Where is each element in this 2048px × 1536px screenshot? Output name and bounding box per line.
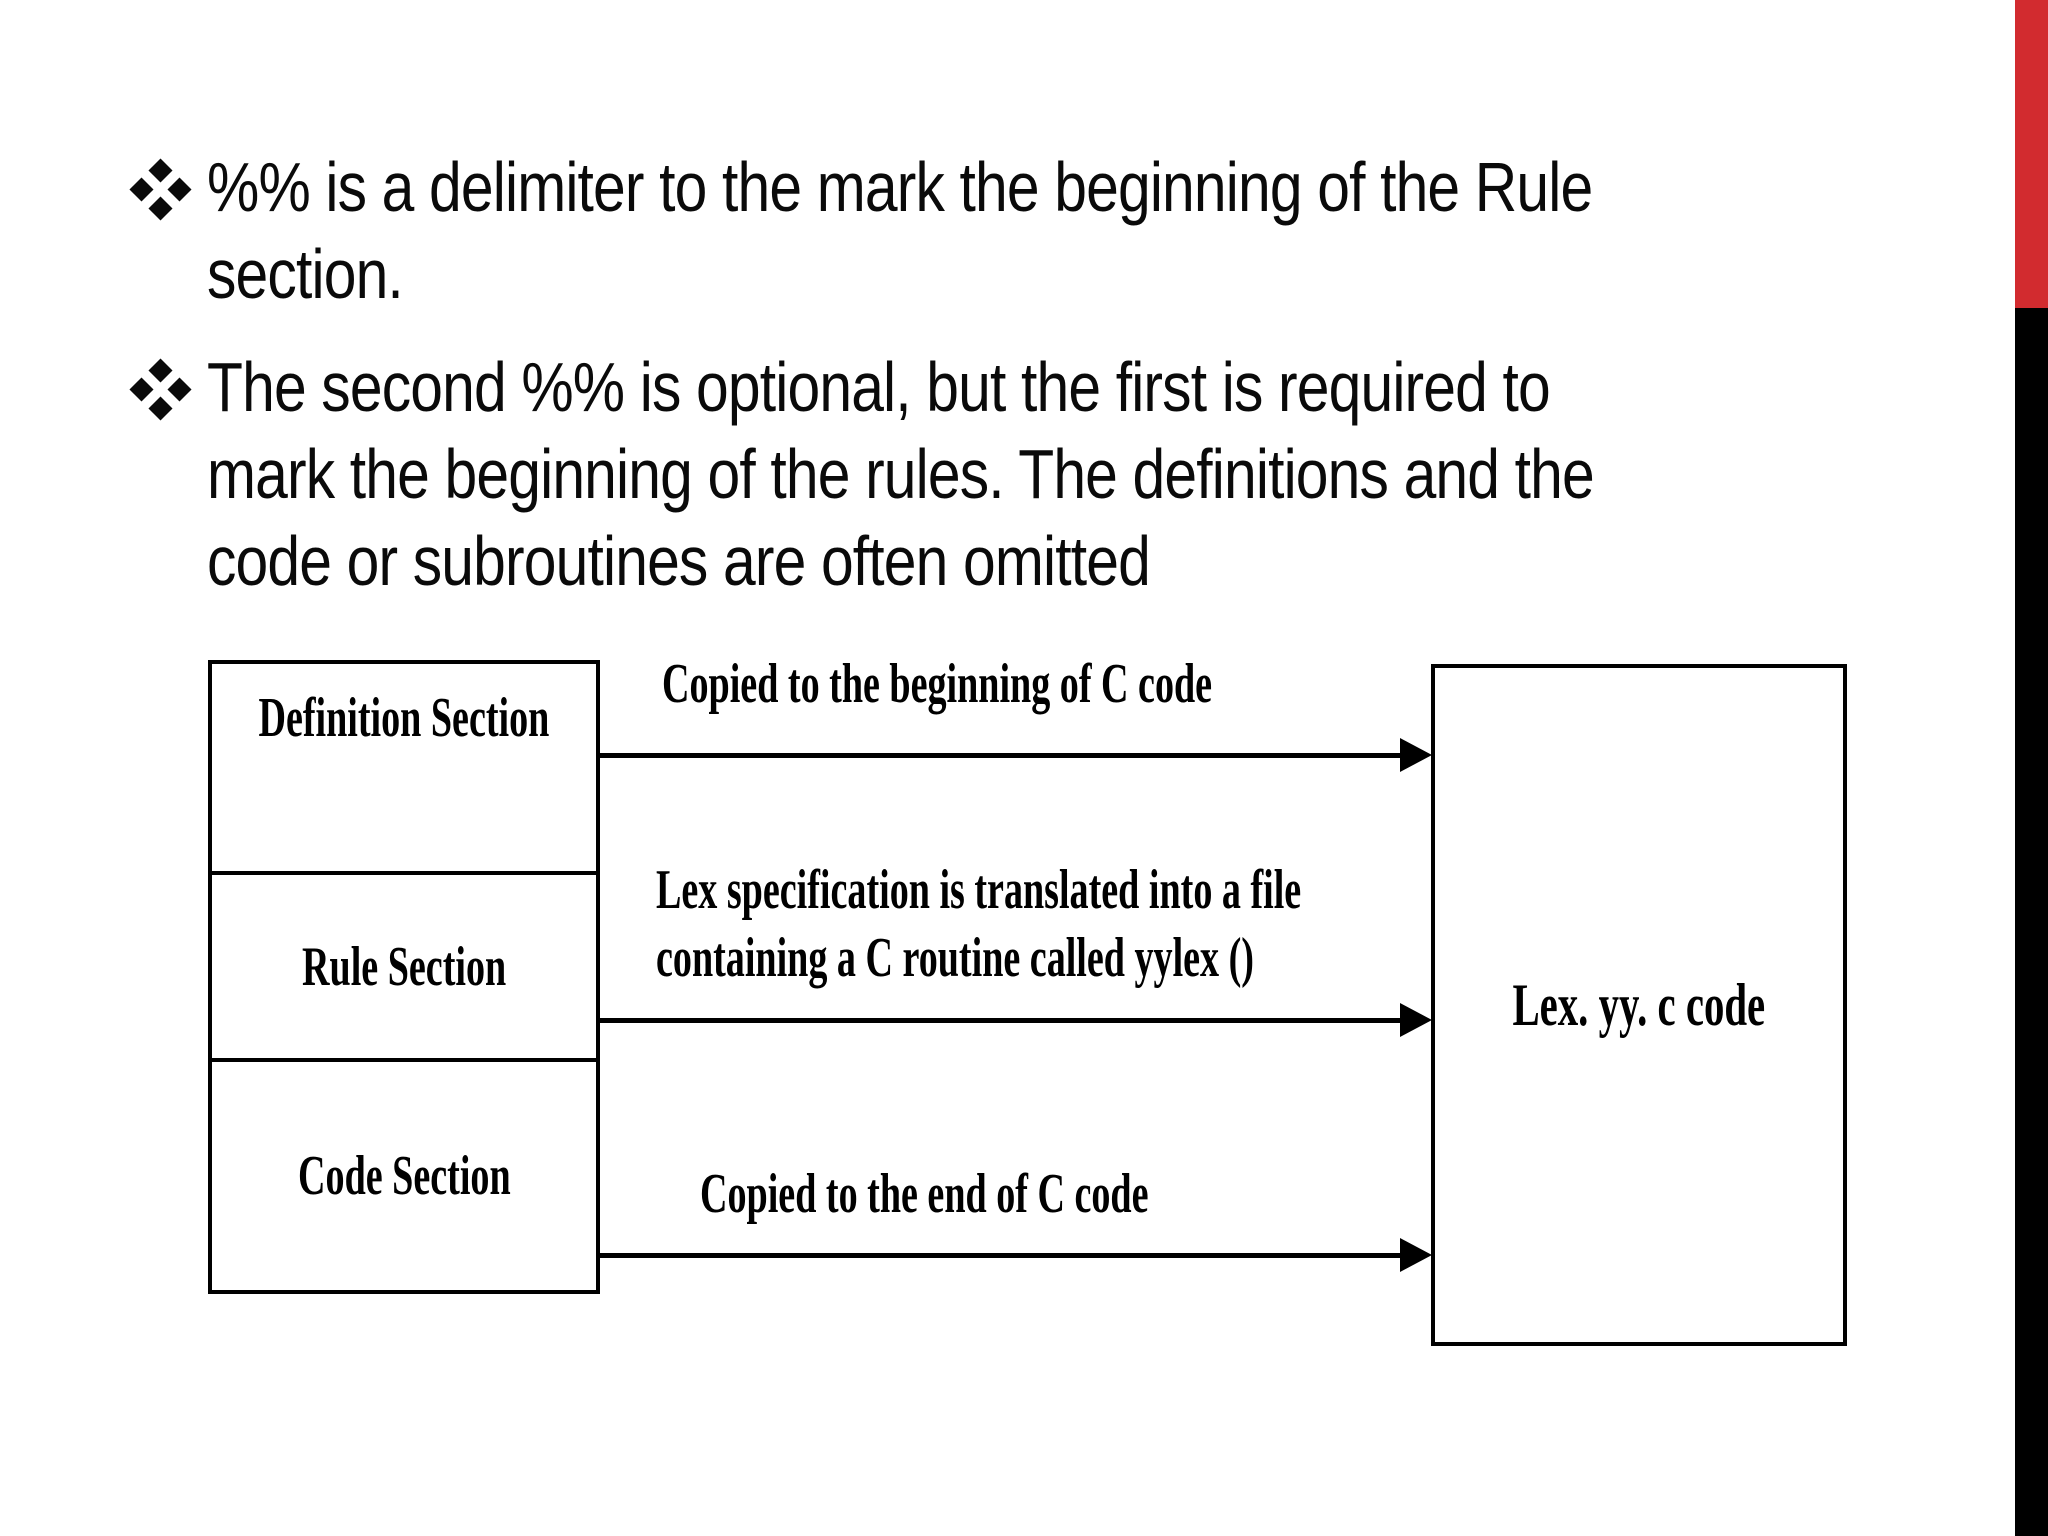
diamond-bullet-icon [129, 158, 192, 221]
arrow-label-line: Copied to the end of C code [700, 1163, 1149, 1225]
bullet-text-line: code or subroutines are often omitted [207, 522, 1151, 600]
accent-bar-red [2015, 0, 2048, 308]
lex-yy-c-code-label: Lex. yy. c code [1512, 971, 1766, 1038]
arrow-rule-to-code-shaft [600, 1018, 1405, 1023]
bullet-text-line: mark the beginning of the rules. The def… [207, 435, 1595, 513]
arrow-definition-to-code-shaft [600, 753, 1405, 758]
arrow-label-copied-end: Copied to the end of C code [700, 1160, 1360, 1228]
arrow-label-line: Lex specification is translated into a f… [656, 859, 1302, 921]
bullet-text: The second %% is optional, but the first… [207, 344, 1858, 605]
code-section-label: Code Section [297, 1145, 511, 1207]
lex-yy-c-code-box: Lex. yy. c code [1431, 664, 1847, 1346]
rule-section-label: Rule Section [301, 935, 507, 998]
bullet-item-2: The second %% is optional, but the first… [129, 344, 1858, 605]
bullet-text: %% is a delimiter to the mark the beginn… [207, 144, 1856, 318]
arrow-label-line: Copied to the beginning of C code [662, 653, 1213, 715]
lex-spec-structure-box: Definition Section Rule Section Code Sec… [208, 660, 600, 1294]
bullet-text-line: The second %% is optional, but the first… [207, 348, 1551, 426]
bullet-text-line: %% is a delimiter to the mark the beginn… [207, 148, 1593, 226]
arrow-codesection-to-code-shaft [600, 1253, 1405, 1258]
arrowhead-icon [1400, 1003, 1432, 1037]
code-section-box: Code Section [212, 1062, 596, 1290]
arrow-label-line: containing a C routine called yylex () [656, 927, 1254, 989]
definition-section-box: Definition Section [212, 664, 596, 875]
arrowhead-icon [1400, 738, 1432, 772]
definition-section-label: Definition Section [258, 687, 550, 749]
bullet-marker-cell [129, 344, 207, 421]
diamond-bullet-icon [129, 358, 192, 421]
arrow-label-lex-translated: Lex specification is translated into a f… [656, 856, 1605, 992]
arrow-label-copied-beginning: Copied to the beginning of C code [662, 650, 1471, 718]
accent-bar-black [2015, 308, 2048, 1536]
bullet-text-line: section. [207, 235, 404, 313]
arrowhead-icon [1400, 1238, 1432, 1272]
bullet-marker-cell [129, 144, 207, 221]
bullet-item-1: %% is a delimiter to the mark the beginn… [129, 144, 1856, 318]
rule-section-box: Rule Section [212, 875, 596, 1062]
